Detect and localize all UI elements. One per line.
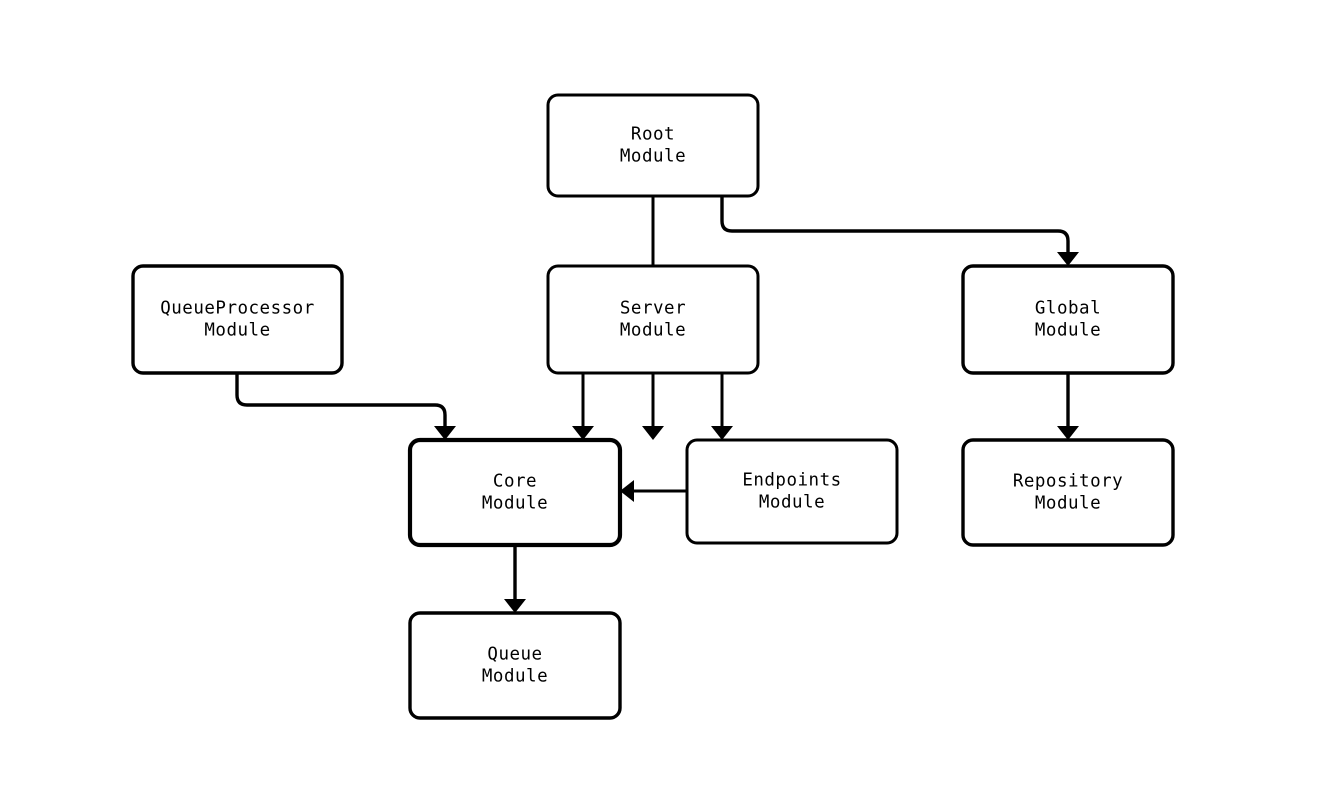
node-box[interactable]: [546, 93, 760, 198]
node-label-line2: Module: [620, 321, 686, 341]
node-label-line2: Module: [482, 667, 548, 687]
node-label-line1: Root: [631, 125, 675, 145]
node-label-line1: Core: [493, 472, 537, 492]
edges-layer: [235, 196, 1079, 613]
arrow-head: [1057, 426, 1079, 440]
edge-queueprocessor-to-core: [235, 373, 456, 440]
edge-endpoints-to-core: [620, 480, 687, 502]
node-box[interactable]: [546, 264, 760, 375]
node-label-line2: Module: [620, 147, 686, 167]
node-label-line2: Module: [1035, 494, 1101, 514]
edge-line: [720, 196, 1070, 254]
arrow-head: [1057, 252, 1079, 266]
arrow-head: [504, 599, 526, 613]
arrow-head: [434, 426, 456, 440]
edge-server-to-endpoints: [711, 373, 733, 440]
arrow-head: [572, 426, 594, 440]
node-label-line1: Global: [1035, 299, 1101, 319]
node-box[interactable]: [961, 264, 1175, 375]
node-label-line1: Queue: [487, 645, 542, 665]
node-label-line2: Module: [482, 494, 548, 514]
edge-global-to-repository: [1057, 373, 1079, 440]
node-label-line1: Server: [620, 299, 686, 319]
node-label-line1: Endpoints: [742, 471, 841, 491]
nodes-layer: RootModuleQueueProcessorModuleServerModu…: [131, 93, 1175, 720]
node-label-line2: Module: [759, 493, 825, 513]
node-box[interactable]: [131, 264, 344, 375]
node-label-line1: QueueProcessor: [160, 299, 315, 319]
node-box[interactable]: [961, 438, 1175, 547]
edge-server-to-core: [572, 373, 594, 440]
arrow-head: [642, 426, 664, 440]
node-label-line1: Repository: [1013, 472, 1123, 492]
node-box[interactable]: [407, 437, 623, 548]
arrow-head: [711, 426, 733, 440]
node-box[interactable]: [685, 438, 899, 545]
node-label-line2: Module: [1035, 321, 1101, 341]
node-box[interactable]: [408, 611, 622, 720]
arrow-head: [620, 480, 634, 502]
edge-root-to-global: [720, 196, 1079, 266]
edge-core-to-queue: [504, 545, 526, 613]
edge-line: [235, 373, 447, 428]
node-label-line2: Module: [204, 321, 270, 341]
